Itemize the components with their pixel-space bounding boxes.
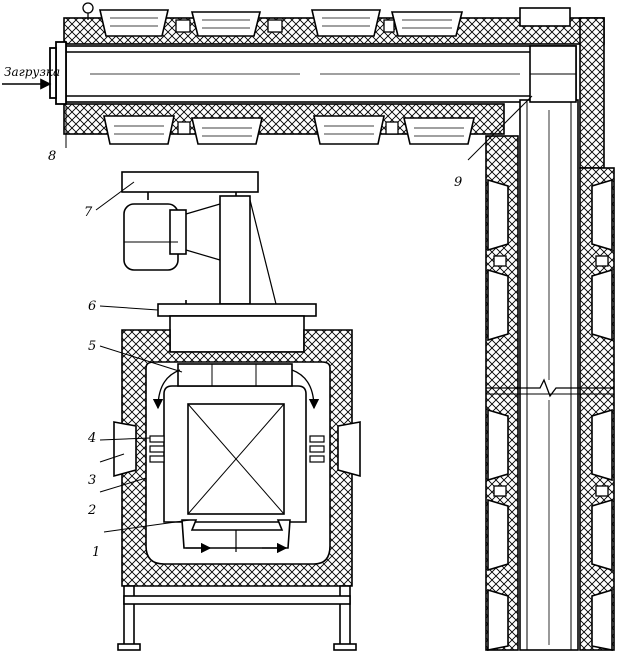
flange: [157, 303, 317, 317]
callout-6: 6: [88, 299, 96, 314]
callout-9: 9: [454, 175, 462, 190]
heater-element: [487, 498, 509, 572]
heater-element: [487, 588, 509, 651]
heater-element: [390, 11, 464, 37]
heater-element: [337, 421, 361, 478]
leader-lines: [65, 95, 533, 533]
heater-element: [487, 408, 509, 482]
callout-7: 7: [84, 205, 93, 220]
stand-legs: [117, 585, 357, 651]
bottom-heater-inner-lines: [114, 125, 464, 137]
loading-door: [49, 41, 67, 105]
gas-flow-arrows: [152, 369, 320, 554]
heater-element: [487, 178, 509, 252]
heater-element: [190, 117, 264, 145]
terminals: [149, 435, 325, 463]
callout-2: 2: [87, 503, 96, 518]
heater-element: [313, 115, 385, 145]
heater-element: [98, 9, 170, 37]
bottom-supports: [177, 121, 399, 135]
corner-wall: [579, 17, 605, 169]
callout-5: 5: [88, 339, 96, 354]
top-supports: [175, 19, 395, 33]
top-heater-inner-lines: [110, 17, 452, 29]
top-beam: [121, 171, 259, 193]
shaft-left-heaters: [487, 178, 509, 651]
heater-element: [591, 178, 613, 252]
top-hanger: [82, 2, 94, 20]
callout-3: 3: [88, 473, 96, 488]
heater-element: [310, 9, 382, 37]
bottom-heater-row: [103, 115, 476, 145]
heater-element: [487, 268, 509, 342]
side-heaters: [113, 421, 361, 478]
bell-frame: [121, 171, 317, 353]
load-label: Загрузка: [4, 65, 60, 79]
heater-element: [519, 7, 571, 27]
heater-element: [190, 11, 262, 37]
heater-element: [103, 115, 175, 145]
heater-element: [402, 117, 476, 145]
top-heater-row: [98, 7, 571, 37]
callout-1: 1: [92, 545, 100, 560]
heater-element: [591, 588, 613, 651]
heater-element: [591, 268, 613, 342]
shaft-supports: [493, 255, 609, 497]
heater-element: [113, 421, 137, 478]
bell-body: [121, 329, 353, 587]
shaft-right-heaters: [591, 178, 613, 651]
callout-8: 8: [48, 149, 56, 164]
fan: [177, 363, 293, 387]
heater-element: [591, 408, 613, 482]
drive-column: [219, 195, 251, 305]
callout-4: 4: [87, 431, 96, 446]
heater-element: [591, 498, 613, 572]
vertical-shaft: [485, 45, 615, 651]
